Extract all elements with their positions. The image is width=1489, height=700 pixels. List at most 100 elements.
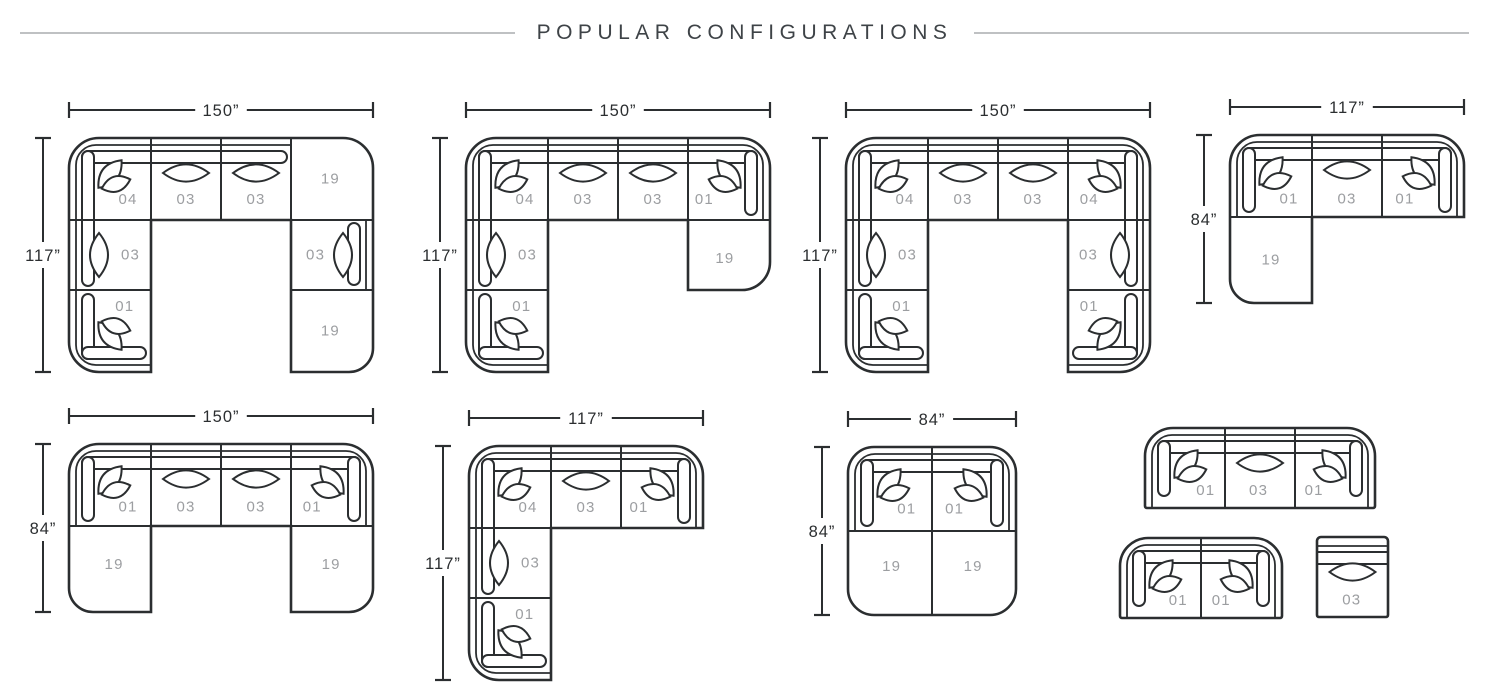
width-dimension: 150”	[464, 102, 772, 120]
module-label: 03	[246, 499, 265, 516]
module-label: 01	[303, 499, 322, 516]
module-label: 01	[1395, 190, 1414, 207]
module-label: 01	[892, 298, 911, 315]
backrest-rail	[990, 459, 1004, 527]
title-rule-left	[20, 32, 515, 34]
sofa-outline	[464, 136, 772, 374]
cushion-leaf	[1087, 317, 1119, 335]
height-dimension-label: 117”	[802, 247, 838, 265]
height-dimension: 84”	[809, 445, 834, 617]
width-dimension: 117”	[1228, 99, 1466, 117]
height-dimension: 84”	[30, 442, 57, 614]
module-label: 04	[1080, 191, 1099, 208]
cushion-leaf	[100, 317, 132, 335]
height-dimension: 117”	[425, 444, 461, 682]
width-dimension: 150”	[67, 102, 375, 120]
cushion-lens	[231, 469, 281, 489]
sofa-outline	[67, 442, 375, 614]
module-label: 01	[512, 298, 531, 315]
backrest-rail	[744, 150, 758, 216]
sofa-inner-contour	[75, 450, 367, 526]
module-label: 03	[521, 555, 540, 572]
module-label: 19	[715, 250, 734, 267]
cushion-leaf	[962, 468, 988, 498]
module-label: 01	[118, 499, 137, 516]
height-dimension-label: 117”	[425, 555, 461, 573]
sofa-drawing: 03	[1315, 535, 1390, 619]
height-dimension-label: 84”	[30, 520, 57, 538]
module-label: 01	[1196, 482, 1215, 499]
module-label: 03	[573, 191, 592, 208]
cushion-leaf	[879, 484, 911, 502]
cushion-leaf	[1410, 156, 1436, 186]
cushion-leaf	[640, 483, 672, 501]
backrest-rail	[1242, 147, 1256, 213]
backrest-rail	[1157, 440, 1363, 454]
module-label: 03	[518, 247, 537, 264]
height-dimension-label: 117”	[422, 247, 458, 265]
backrest-rail	[860, 459, 874, 527]
width-dimension-label: 150”	[202, 408, 239, 426]
module-label: 03	[1249, 482, 1268, 499]
module-label: 01	[1212, 592, 1231, 609]
module-label: 03	[306, 247, 325, 264]
backrest-rail	[81, 150, 288, 164]
title-rule-right	[974, 32, 1469, 34]
sofa-inner-contour	[75, 144, 291, 366]
module-label: 03	[176, 191, 195, 208]
module-label: 19	[105, 556, 124, 573]
cushion-lens	[1235, 453, 1285, 473]
module-label: 03	[121, 247, 140, 264]
module-label: 01	[115, 298, 134, 315]
height-dimension-label: 84”	[1191, 211, 1218, 229]
module-label: 01	[1279, 190, 1298, 207]
cushion-leaf	[1176, 465, 1208, 483]
backrest-rail	[1349, 440, 1363, 497]
sofa-inner-contour	[1236, 141, 1458, 217]
backrest-rail	[81, 456, 95, 522]
cushion-lens	[1008, 163, 1058, 183]
cushion-leaf	[500, 483, 532, 501]
backrest-rail	[677, 458, 691, 524]
module-label: 01	[629, 499, 648, 516]
sofa-outline	[846, 445, 1018, 617]
sofa-outline	[67, 136, 375, 374]
cushion-leaf	[1228, 559, 1254, 589]
module-label: 03	[953, 191, 972, 208]
backrest-rail	[1438, 147, 1452, 213]
section-header: POPULAR CONFIGURATIONS	[0, 21, 1489, 45]
module-label: 01	[695, 191, 714, 208]
cushion-leaf	[1261, 172, 1293, 190]
cushion-lens	[938, 163, 988, 183]
sofa-inner-contour	[475, 452, 697, 674]
module-label: 01	[945, 501, 964, 518]
cushion-lens	[1322, 160, 1372, 180]
sofa-outline	[1118, 536, 1284, 620]
cushion-leaf	[649, 467, 675, 497]
module-label: 03	[1023, 191, 1042, 208]
cushion-leaf	[1096, 159, 1122, 189]
cushion-leaf	[877, 317, 909, 335]
width-dimension: 150”	[844, 102, 1152, 120]
backrest-rail	[1132, 550, 1146, 607]
width-dimension-label: 150”	[599, 102, 636, 120]
height-dimension: 84”	[1191, 133, 1218, 305]
cushion-leaf	[310, 481, 342, 499]
width-dimension-label: 117”	[1329, 99, 1365, 117]
cushion-lens	[1110, 231, 1130, 279]
module-label: 04	[895, 191, 914, 208]
sofa-inner-contour	[854, 453, 1010, 531]
sofa-outline	[467, 444, 705, 682]
module-label: 03	[246, 191, 265, 208]
